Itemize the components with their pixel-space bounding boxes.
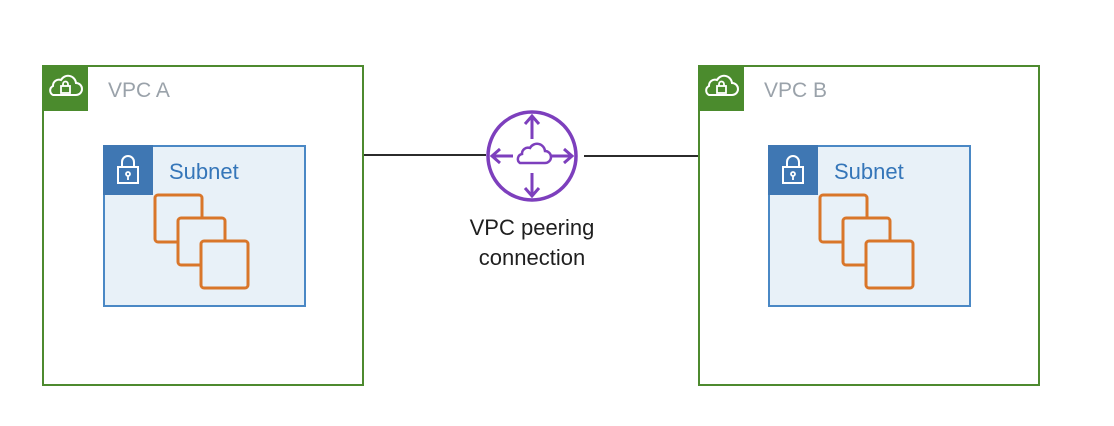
vpc-a-group: VPC A Subnet xyxy=(42,65,364,386)
vpc-a-label: VPC A xyxy=(108,79,170,102)
vpc-cloud-lock-icon xyxy=(42,65,88,111)
subnet-b: Subnet xyxy=(768,145,971,307)
vpc-b-group: VPC B Subnet xyxy=(698,65,1040,386)
vpc-peering-label-line2: connection xyxy=(478,245,586,270)
ec2-instances-icon xyxy=(153,193,257,298)
ec2-instances-icon xyxy=(818,193,922,298)
subnet-padlock-icon xyxy=(103,145,153,195)
subnet-b-label: Subnet xyxy=(834,159,904,184)
vpc-peering-label-line1: VPC peering xyxy=(469,215,595,240)
vpc-b-label: VPC B xyxy=(764,79,828,102)
connector-line-left xyxy=(364,154,486,156)
vpc-peering-router-icon xyxy=(482,106,582,211)
subnet-a-label: Subnet xyxy=(169,159,239,184)
vpc-cloud-lock-icon xyxy=(698,65,744,111)
vpc-peering-label: VPC peering connection xyxy=(432,213,632,273)
connector-line-right xyxy=(584,155,706,157)
subnet-padlock-icon xyxy=(768,145,818,195)
subnet-a: Subnet xyxy=(103,145,306,307)
